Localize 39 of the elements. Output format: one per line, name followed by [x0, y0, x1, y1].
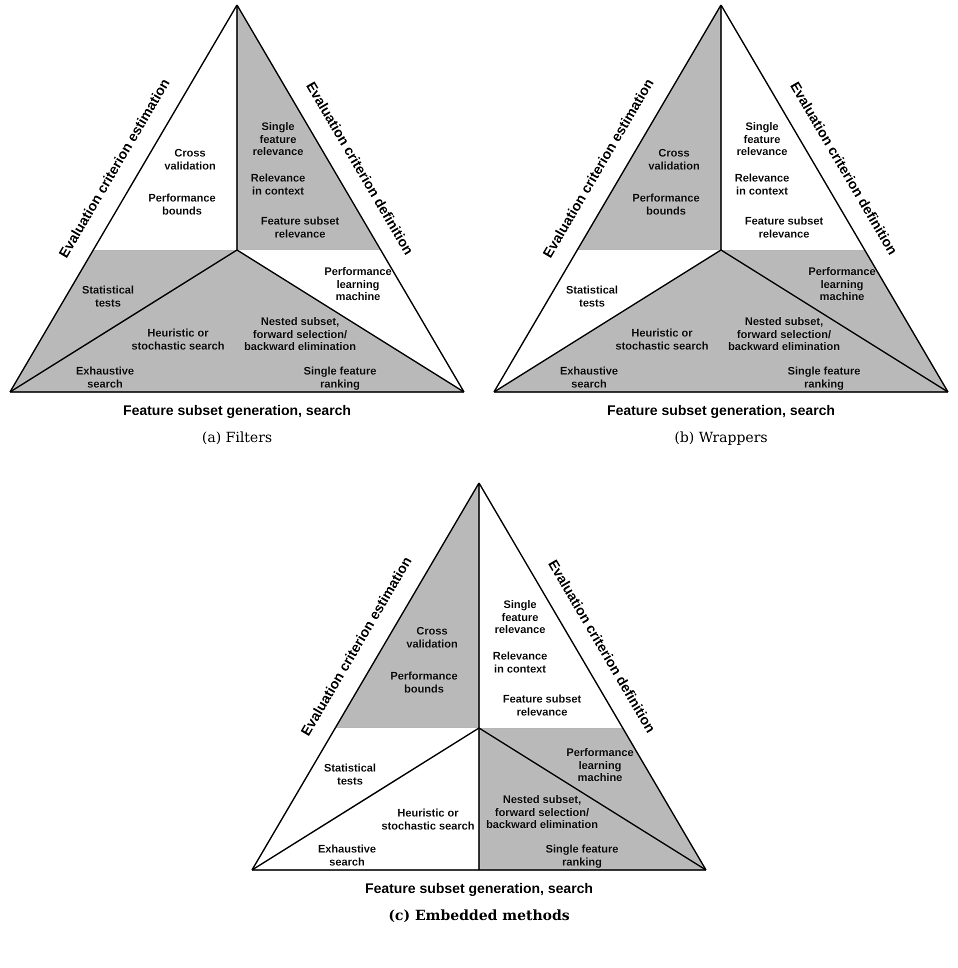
region-label: Feature subset relevance	[260, 215, 340, 241]
region-label: Performance bounds	[631, 192, 701, 218]
subfigure-label: (c) Embedded methods	[387, 908, 571, 924]
region-label: Exhaustive search	[316, 843, 378, 869]
region-label: Cross validation	[405, 625, 459, 651]
region-label: Nested subset, forward selection/ backward elimination	[727, 316, 841, 354]
region-label: Single feature relevance	[252, 121, 304, 159]
region-label: Single feature ranking	[786, 365, 862, 391]
region-label: Statistical tests	[81, 284, 135, 310]
region-label: Performance bounds	[147, 192, 217, 218]
region-label: Feature subset relevance	[744, 215, 824, 241]
region-label: Single feature ranking	[544, 843, 620, 869]
region-label: Heuristic or stochastic search	[130, 327, 226, 353]
region-label: Performance learning machine	[807, 266, 877, 304]
subfigure-label: (a) Filters	[200, 430, 274, 446]
region-label: Nested subset, forward selection/ backward elimination	[485, 794, 599, 832]
region-label: Exhaustive search	[558, 365, 620, 391]
axis-label: Feature subset generation, search	[123, 402, 351, 418]
region-label: Cross validation	[163, 147, 217, 173]
region-label: Exhaustive search	[74, 365, 136, 391]
region-label: Cross validation	[647, 147, 701, 173]
region-label: Performance bounds	[389, 670, 459, 696]
region-label: Performance learning machine	[323, 266, 393, 304]
subfigure-label: (b) Wrappers	[673, 430, 769, 446]
region-label: Feature subset relevance	[502, 693, 582, 719]
region-label: Heuristic or stochastic search	[380, 807, 476, 833]
region-label: Statistical tests	[565, 284, 619, 310]
axis-label: Feature subset generation, search	[607, 402, 835, 418]
region-label: Single feature ranking	[302, 365, 378, 391]
region-label: Nested subset, forward selection/ backward elimination	[243, 316, 357, 354]
axis-label: Feature subset generation, search	[365, 880, 593, 896]
region-label: Single feature relevance	[736, 121, 788, 159]
region-label: Single feature relevance	[494, 599, 546, 637]
region-label: Relevance in context	[250, 172, 306, 198]
region-label: Performance learning machine	[565, 747, 635, 785]
region-label: Statistical tests	[323, 762, 377, 788]
region-label: Relevance in context	[734, 172, 790, 198]
region-label: Relevance in context	[492, 650, 548, 676]
region-label: Heuristic or stochastic search	[614, 327, 710, 353]
